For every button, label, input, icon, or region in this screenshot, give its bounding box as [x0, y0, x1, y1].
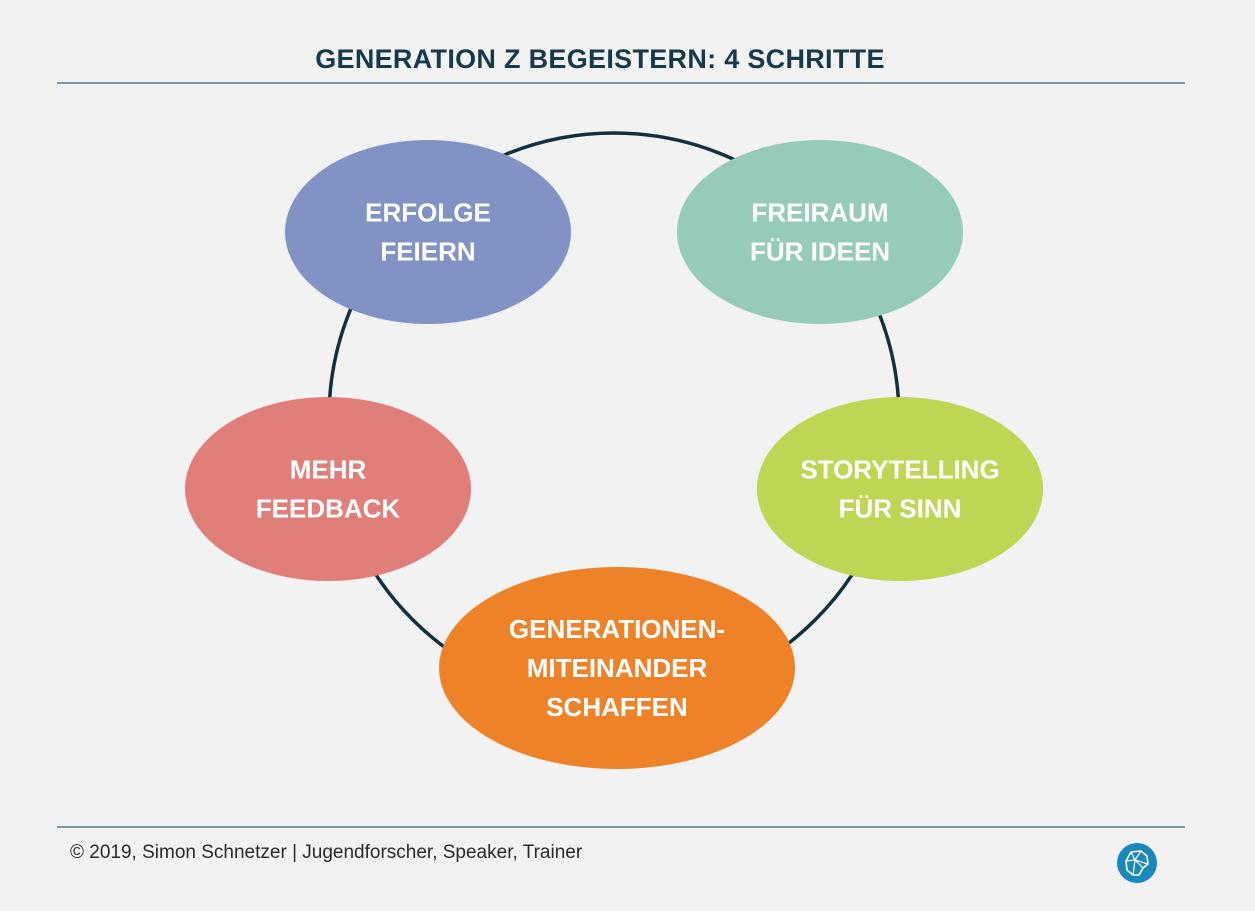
- diagram-title: GENERATION Z BEGEISTERN: 4 SCHRITTE: [315, 44, 885, 74]
- node-label: FÜR SINN: [839, 494, 962, 524]
- node-label: GENERATIONEN-: [509, 614, 725, 644]
- node-ellipse: [185, 397, 471, 581]
- footer-credit: © 2019, Simon Schnetzer | Jugendforscher…: [70, 842, 583, 863]
- node-label: STORYTELLING: [800, 455, 999, 485]
- node-label: FEIERN: [380, 237, 475, 267]
- node-ellipse: [757, 397, 1043, 581]
- node-label: ERFOLGE: [365, 198, 491, 228]
- top-divider: [57, 82, 1185, 84]
- cycle-node: MEHR FEEDBACK: [185, 397, 471, 581]
- cycle-node: STORYTELLING FÜR SINN: [757, 397, 1043, 581]
- brain-icon: [1117, 843, 1157, 883]
- bottom-divider: [57, 826, 1185, 828]
- node-label: FEEDBACK: [256, 494, 401, 524]
- cycle-node: GENERATIONEN- MITEINANDER SCHAFFEN: [439, 567, 795, 769]
- node-ellipse: [677, 140, 963, 324]
- node-ellipse: [285, 140, 571, 324]
- cycle-node: ERFOLGE FEIERN: [285, 140, 571, 324]
- node-ellipse: [439, 567, 795, 769]
- cycle-node: FREIRAUM FÜR IDEEN: [677, 140, 963, 324]
- nodes-layer: ERFOLGE FEIERN FREIRAUM FÜR IDEEN STORYTELLI…: [185, 140, 1043, 769]
- node-label: MITEINANDER: [527, 653, 708, 683]
- node-label: FREIRAUM: [751, 198, 888, 228]
- node-label: MEHR: [290, 455, 367, 485]
- node-label: SCHAFFEN: [546, 692, 688, 722]
- node-label: FÜR IDEEN: [750, 237, 890, 267]
